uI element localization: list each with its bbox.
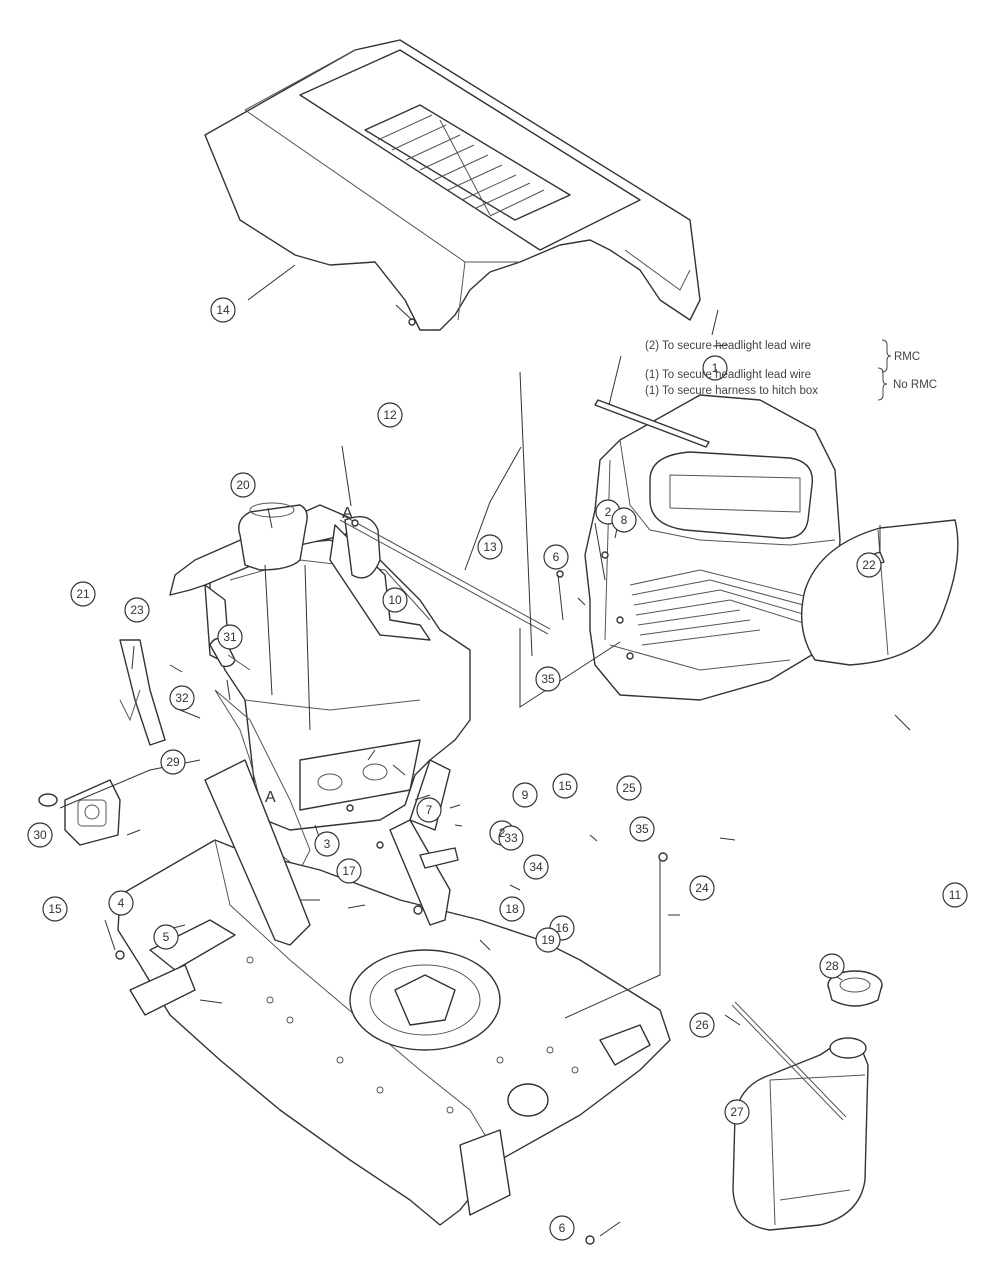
hood bbox=[204, 39, 701, 331]
callout-1: 1 bbox=[712, 361, 719, 375]
callout-6: 6 bbox=[559, 1221, 566, 1235]
callout-35b: 35 bbox=[541, 672, 555, 686]
callout-14: 14 bbox=[216, 303, 230, 317]
callout-33: 33 bbox=[504, 831, 518, 845]
ref-letter-a-bottom: A bbox=[265, 789, 276, 806]
callout-15: 15 bbox=[558, 779, 572, 793]
callout-2b: 2 bbox=[499, 826, 506, 840]
callout-21: 21 bbox=[76, 587, 90, 601]
callout-35: 35 bbox=[635, 822, 649, 836]
callout-23: 23 bbox=[130, 603, 144, 617]
fuel-cap bbox=[827, 970, 883, 1007]
note-normc-line-1: (1) To secure headlight lead wire bbox=[645, 369, 811, 381]
callout-12: 12 bbox=[383, 408, 397, 422]
callout-28: 28 bbox=[825, 959, 839, 973]
callout-2: 2 bbox=[605, 505, 612, 519]
callout-8: 8 bbox=[621, 513, 628, 527]
callout-26: 26 bbox=[695, 1018, 709, 1032]
callout-11: 11 bbox=[949, 888, 962, 902]
cable-tie bbox=[594, 399, 710, 448]
tractor-frame bbox=[117, 759, 671, 1226]
callout-30: 30 bbox=[33, 828, 47, 842]
washer bbox=[38, 793, 58, 807]
callout-34: 34 bbox=[529, 860, 543, 874]
note-rmc-label: RMC bbox=[894, 351, 920, 363]
note-normc-line-2: (1) To secure harness to hitch box bbox=[645, 385, 818, 397]
callout-29: 29 bbox=[166, 755, 180, 769]
callout-13: 13 bbox=[483, 540, 497, 554]
callout-22: 22 bbox=[862, 558, 876, 572]
lever-bracket bbox=[119, 639, 166, 746]
callout-19: 19 bbox=[541, 933, 555, 947]
callout-7: 7 bbox=[426, 803, 433, 817]
front-nose bbox=[584, 394, 841, 701]
alignment-lines bbox=[59, 371, 661, 1019]
callout-32: 32 bbox=[175, 691, 189, 705]
callout-markers: 1 2 2 3 4 5 6 6 7 8 9 10 11 12 13 14 15 … bbox=[27, 264, 968, 1241]
note-normc-label: No RMC bbox=[893, 379, 937, 391]
control-rod bbox=[339, 519, 549, 635]
callout-18: 18 bbox=[505, 902, 519, 916]
callout-31: 31 bbox=[223, 630, 237, 644]
callout-6b: 6 bbox=[553, 550, 560, 564]
callout-3: 3 bbox=[324, 837, 331, 851]
callout-24: 24 bbox=[695, 881, 709, 895]
callout-27: 27 bbox=[730, 1105, 744, 1119]
steering-boot bbox=[238, 504, 308, 571]
callout-17: 17 bbox=[342, 864, 356, 878]
callout-25: 25 bbox=[622, 781, 636, 795]
notes: (2) To secure headlight lead wire RMC (1… bbox=[645, 339, 937, 401]
fuel-tank bbox=[732, 1037, 869, 1231]
callout-15b: 15 bbox=[48, 902, 62, 916]
callout-9: 9 bbox=[522, 788, 529, 802]
headlight-lens bbox=[800, 519, 959, 666]
switch-bracket bbox=[64, 779, 121, 846]
vent-hose bbox=[731, 1004, 844, 1121]
ref-letter-a-top: A bbox=[342, 505, 353, 522]
small-hardware bbox=[115, 318, 668, 1245]
callout-20: 20 bbox=[236, 478, 250, 492]
callout-10: 10 bbox=[388, 593, 402, 607]
callout-4: 4 bbox=[118, 896, 125, 910]
callout-16: 16 bbox=[555, 921, 569, 935]
note-rmc-line: (2) To secure headlight lead wire bbox=[645, 340, 811, 352]
callout-5: 5 bbox=[163, 930, 170, 944]
